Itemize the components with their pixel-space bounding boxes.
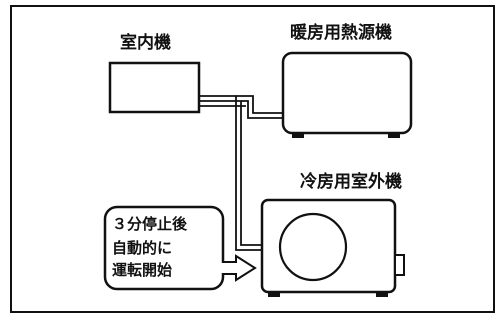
indoor-unit-label: 室内機 <box>120 33 171 53</box>
heat-source-unit-label: 暖房用熱源機 <box>290 23 392 43</box>
outer-frame <box>10 5 495 313</box>
callout-arrow <box>220 254 257 282</box>
fan-grille <box>278 212 348 282</box>
indoor-unit-box <box>108 61 201 114</box>
callout-line-1: ３分停止後 <box>112 215 188 233</box>
callout-line-3: 運転開始 <box>112 261 173 279</box>
cooling-outdoor-unit-label: 冷房用室外機 <box>300 172 402 192</box>
refrigerant-pipes <box>199 95 283 251</box>
callout-line-2: 自動的に <box>112 239 173 257</box>
callout-box <box>103 205 225 291</box>
cooling-outdoor-unit <box>260 198 405 297</box>
heat-source-unit <box>281 51 413 138</box>
